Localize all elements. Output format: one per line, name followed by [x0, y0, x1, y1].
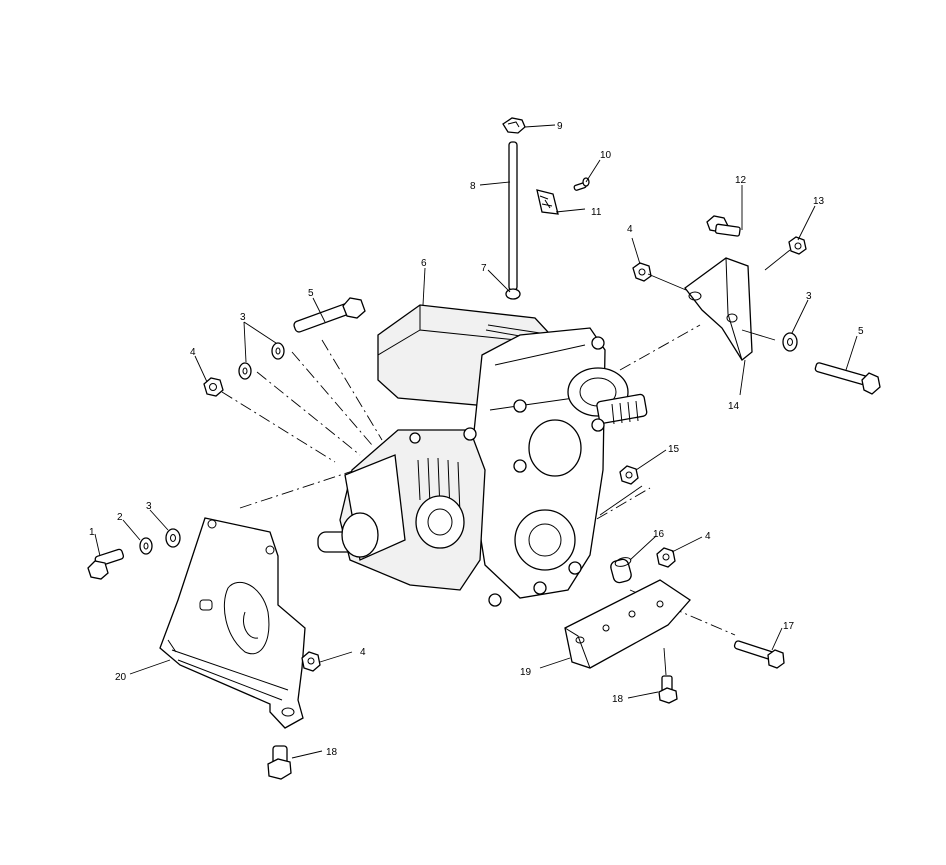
callout-15: 15	[668, 444, 680, 455]
part-4-nut-lower	[301, 651, 321, 672]
part-18-bolt-right	[658, 675, 678, 704]
callout-4-left: 4	[190, 347, 196, 358]
part-15-bushing	[619, 465, 639, 485]
part-13-nut	[788, 236, 807, 255]
callout-20: 20	[115, 672, 127, 683]
callout-10: 10	[600, 150, 612, 161]
callout-7: 7	[481, 263, 487, 274]
part-1-bolt	[87, 548, 125, 580]
alignment-lines	[221, 324, 736, 636]
part-16-spacer	[610, 557, 632, 584]
callout-12: 12	[735, 175, 747, 186]
callout-labels: 9 10 8 11 12 13 4 7 6 3 5 3 5 4 14 15 3 …	[89, 121, 864, 758]
callout-11: 11	[591, 207, 602, 218]
callout-16: 16	[653, 529, 665, 540]
callout-4-mid: 4	[705, 531, 711, 542]
callout-9: 9	[557, 121, 563, 132]
part-8-vent-tube	[508, 141, 518, 291]
callout-13: 13	[813, 196, 825, 207]
callout-4-upper: 4	[627, 224, 633, 235]
part-10-screw	[573, 177, 590, 191]
part-19-bracket	[564, 579, 691, 669]
leader-lines	[94, 124, 858, 759]
callout-1: 1	[89, 527, 95, 538]
callout-5-right: 5	[858, 326, 864, 337]
part-4-nut-mid	[656, 547, 676, 568]
part-4-nut-left	[203, 377, 224, 397]
callout-3-lower-left: 3	[146, 501, 152, 512]
part-2-washer	[139, 537, 153, 555]
callout-18-right: 18	[612, 694, 624, 705]
part-20-mount-plate	[159, 517, 306, 729]
callout-17: 17	[783, 621, 795, 632]
part-11-decal	[536, 189, 559, 215]
part-18-bolt-left	[267, 745, 292, 780]
callout-4-lower: 4	[360, 647, 366, 658]
part-6-gearcase	[317, 304, 648, 607]
callout-14: 14	[728, 401, 740, 412]
part-4-nut-upper	[632, 262, 652, 282]
callout-3-right: 3	[806, 291, 812, 302]
part-3-washer-right	[782, 332, 798, 352]
part-3-washer-lower-left	[165, 528, 181, 548]
callout-2: 2	[117, 512, 123, 523]
callout-3-left: 3	[240, 312, 246, 323]
callout-6: 6	[421, 258, 427, 269]
part-5-bolt-right	[814, 362, 881, 395]
callout-5-left: 5	[308, 288, 314, 299]
part-5-bolt-left	[293, 297, 366, 333]
callout-19: 19	[520, 667, 532, 678]
part-14-bracket	[684, 257, 753, 361]
callout-8: 8	[470, 181, 476, 192]
part-17-bolt	[733, 640, 785, 669]
part-12-bolt	[706, 215, 741, 237]
part-9-clip	[502, 117, 526, 134]
callout-18-left: 18	[326, 747, 338, 758]
part-3-washers-left	[238, 342, 285, 380]
